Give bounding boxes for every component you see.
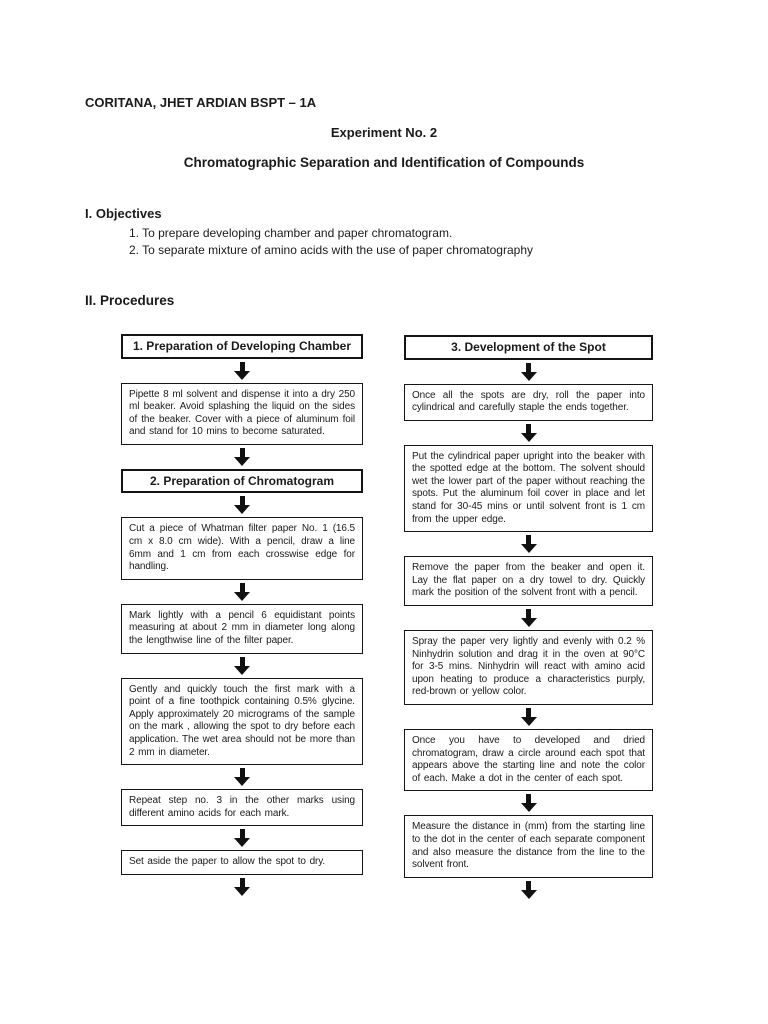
objective-item: 1. To prepare developing chamber and pap…	[129, 226, 453, 240]
flowchart-column-right: 3. Development of the Spot Once all the …	[404, 335, 653, 902]
document-header: CORITANA, JHET ARDIAN BSPT – 1A Experime…	[0, 0, 768, 308]
flow-step: Pipette 8 ml solvent and dispense it int…	[121, 382, 363, 445]
procedures-heading: II. Procedures	[85, 293, 175, 308]
flow-step: Mark lightly with a pencil 6 equidistant…	[121, 603, 363, 654]
flow-step: Spray the paper very lightly and evenly …	[404, 630, 653, 705]
down-arrow-icon	[234, 361, 250, 380]
down-arrow-icon	[520, 708, 537, 726]
flow-step: Once you have to developed and dried chr…	[404, 729, 653, 792]
flow-step: Put the cylindrical paper upright into t…	[404, 444, 653, 533]
flow-step: Once all the spots are dry, roll the pap…	[404, 383, 653, 421]
down-arrow-icon	[520, 362, 537, 381]
down-arrow-icon	[234, 877, 250, 896]
flow-step-header: 1. Preparation of Developing Chamber	[121, 334, 363, 359]
down-arrow-icon	[520, 794, 537, 813]
down-arrow-icon	[520, 423, 537, 442]
flow-step: Remove the paper from the beaker and ope…	[404, 556, 653, 607]
objectives-list: 1. To prepare developing chamber and pap…	[129, 225, 683, 259]
down-arrow-icon	[520, 609, 537, 628]
page-title: Chromatographic Separation and Identific…	[183, 155, 585, 170]
down-arrow-icon	[520, 535, 537, 554]
experiment-number: Experiment No. 2	[330, 125, 438, 140]
flow-step: Measure the distance in (mm) from the st…	[404, 815, 653, 878]
down-arrow-icon	[234, 829, 250, 848]
flow-step: Repeat step no. 3 in the other marks usi…	[121, 789, 363, 827]
objective-item: 2. To separate mixture of amino acids wi…	[129, 243, 533, 257]
flowchart-column-left: 1. Preparation of Developing Chamber Pip…	[121, 334, 363, 899]
down-arrow-icon	[234, 582, 250, 601]
objectives-heading: I. Objectives	[85, 206, 162, 221]
flow-step-header: 3. Development of the Spot	[404, 335, 653, 360]
student-name-line: CORITANA, JHET ARDIAN BSPT – 1A	[85, 95, 317, 110]
flow-step-header: 2. Preparation of Chromatogram	[121, 468, 363, 494]
flow-step: Gently and quickly touch the first mark …	[121, 677, 363, 766]
down-arrow-icon	[234, 768, 250, 787]
down-arrow-icon	[234, 656, 250, 675]
down-arrow-icon	[234, 447, 250, 466]
down-arrow-icon	[520, 880, 537, 899]
flow-step: Set aside the paper to allow the spot to…	[121, 850, 363, 875]
flow-step: Cut a piece of Whatman filter paper No. …	[121, 517, 363, 580]
down-arrow-icon	[234, 496, 250, 515]
